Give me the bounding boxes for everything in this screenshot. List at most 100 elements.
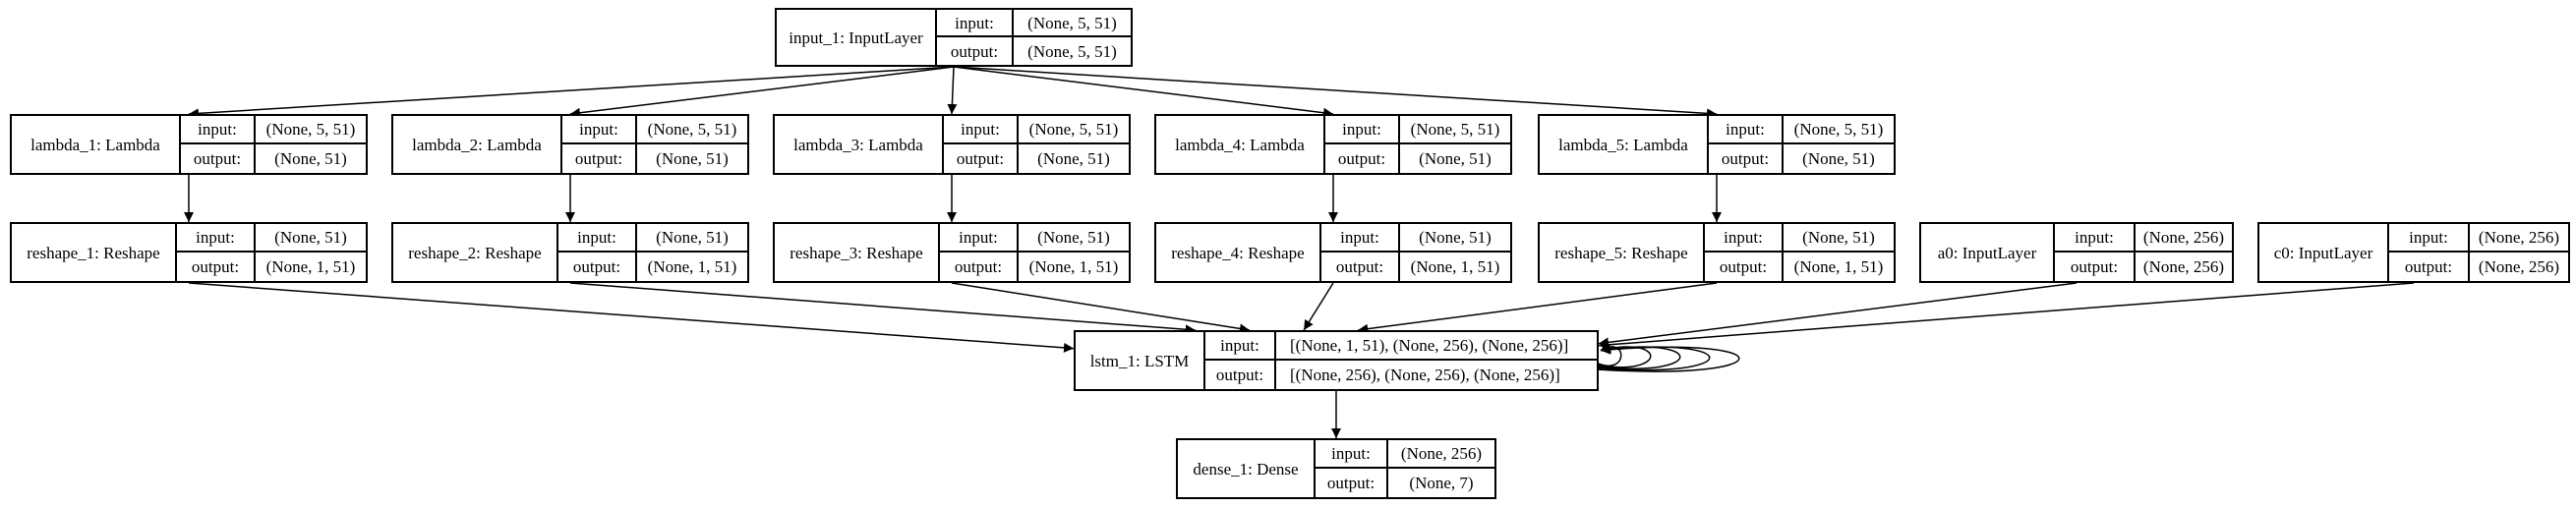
layer-name: a0: InputLayer	[1921, 224, 2055, 281]
edge-reshape_4-to-lstm_1	[1303, 282, 1334, 331]
output-label: output:	[1325, 144, 1400, 173]
layer-name: reshape_1: Reshape	[12, 224, 177, 281]
layer-name: reshape_3: Reshape	[775, 224, 940, 281]
input-label: input:	[1205, 332, 1276, 361]
input-shape: (None, 256)	[2470, 224, 2568, 253]
edge-reshape_1-to-lstm_1	[188, 282, 1075, 353]
input-label: input:	[177, 224, 256, 253]
input-shape: [(None, 1, 51), (None, 256), (None, 256)…	[1276, 332, 1597, 361]
layer-name: lambda_3: Lambda	[775, 116, 944, 173]
layer-name: lambda_2: Lambda	[393, 116, 562, 173]
layer-node-dense-1: dense_1: Dense input: (None, 256) output…	[1176, 438, 1496, 499]
layer-name: lstm_1: LSTM	[1076, 332, 1205, 389]
layer-node-input-1: input_1: InputLayer input: (None, 5, 51)…	[775, 8, 1133, 67]
layer-name: lambda_1: Lambda	[12, 116, 181, 173]
input-label: input:	[558, 224, 637, 253]
output-label: output:	[2055, 253, 2136, 281]
input-label: input:	[562, 116, 637, 144]
input-label: input:	[937, 10, 1014, 37]
layer-node-lambda-4: lambda_4: Lambda input: (None, 5, 51) ou…	[1154, 114, 1512, 175]
output-shape: (None, 51)	[1419, 149, 1492, 168]
input-label: input:	[940, 224, 1019, 253]
layer-name: lambda_4: Lambda	[1156, 116, 1325, 173]
output-label: output:	[944, 144, 1019, 173]
input-shape: (None, 5, 51)	[1019, 116, 1129, 144]
input-shape: (None, 51)	[1019, 224, 1129, 253]
output-shape: (None, 5, 51)	[1027, 41, 1117, 61]
input-label: input:	[181, 116, 256, 144]
layer-node-lambda-2: lambda_2: Lambda input: (None, 5, 51) ou…	[391, 114, 749, 175]
input-shape: (None, 51)	[1400, 224, 1510, 253]
layer-node-reshape-1: reshape_1: Reshape input: (None, 51) out…	[10, 222, 368, 283]
edge-input_1-to-lambda_3	[947, 66, 958, 115]
output-label: output:	[1705, 253, 1784, 281]
layer-name: c0: InputLayer	[2259, 224, 2389, 281]
input-shape: (None, 5, 51)	[1014, 10, 1131, 37]
input-shape: (None, 51)	[637, 224, 747, 253]
input-shape: (None, 5, 51)	[1400, 116, 1510, 144]
edge-input_1-to-lambda_4	[953, 66, 1334, 118]
layer-node-reshape-5: reshape_5: Reshape input: (None, 51) out…	[1538, 222, 1896, 283]
edge-reshape_5-to-lstm_1	[1358, 282, 1718, 334]
input-shape: (None, 51)	[256, 224, 366, 253]
layer-name: dense_1: Dense	[1178, 440, 1316, 497]
input-label: input:	[1325, 116, 1400, 144]
layer-name: reshape_5: Reshape	[1540, 224, 1705, 281]
output-label: output:	[1709, 144, 1784, 173]
layer-node-lstm-1: lstm_1: LSTM input: [(None, 1, 51), (Non…	[1074, 330, 1599, 391]
output-shape: (None, 51)	[1037, 149, 1110, 168]
layer-name: input_1: InputLayer	[777, 10, 937, 65]
input-label: input:	[944, 116, 1019, 144]
edge-a0-to-lstm_1	[1598, 282, 2078, 348]
layer-node-a0: a0: InputLayer input: (None, 256) output…	[1919, 222, 2234, 283]
output-shape: (None, 1, 51)	[265, 257, 356, 276]
edge-input_1-to-lambda_1	[188, 66, 955, 119]
edge-input_1-to-lambda_5	[953, 66, 1718, 119]
output-label: output:	[1316, 469, 1388, 497]
input-shape: (None, 51)	[1784, 224, 1894, 253]
layer-node-reshape-2: reshape_2: Reshape input: (None, 51) out…	[391, 222, 749, 283]
output-label: output:	[1205, 361, 1276, 389]
layer-node-c0: c0: InputLayer input: (None, 256) output…	[2257, 222, 2570, 283]
edge-input_1-to-lambda_2	[569, 66, 955, 118]
input-shape: (None, 5, 51)	[637, 116, 747, 144]
output-shape: (None, 51)	[656, 149, 729, 168]
input-shape: (None, 256)	[1388, 440, 1494, 469]
layer-name: reshape_2: Reshape	[393, 224, 558, 281]
edge-c0-to-lstm_1	[1598, 282, 2415, 350]
layer-node-lambda-3: lambda_3: Lambda input: (None, 5, 51) ou…	[773, 114, 1131, 175]
input-label: input:	[2055, 224, 2136, 253]
layer-name: reshape_4: Reshape	[1156, 224, 1321, 281]
output-shape: (None, 256)	[2142, 257, 2225, 276]
output-label: output:	[1321, 253, 1400, 281]
layer-node-reshape-4: reshape_4: Reshape input: (None, 51) out…	[1154, 222, 1512, 283]
input-label: input:	[1705, 224, 1784, 253]
input-label: input:	[1709, 116, 1784, 144]
input-shape: (None, 256)	[2136, 224, 2232, 253]
output-label: output:	[940, 253, 1019, 281]
output-label: output:	[2389, 253, 2470, 281]
layer-node-reshape-3: reshape_3: Reshape input: (None, 51) out…	[773, 222, 1131, 283]
output-shape: (None, 1, 51)	[1793, 257, 1884, 276]
edge-reshape_3-to-lstm_1	[951, 282, 1251, 334]
output-shape: (None, 51)	[1802, 149, 1875, 168]
output-label: output:	[177, 253, 256, 281]
output-label: output:	[562, 144, 637, 173]
output-label: output:	[558, 253, 637, 281]
input-shape: (None, 5, 51)	[1784, 116, 1894, 144]
input-label: input:	[2389, 224, 2470, 253]
layer-node-lambda-5: lambda_5: Lambda input: (None, 5, 51) ou…	[1538, 114, 1896, 175]
output-shape: (None, 7)	[1409, 474, 1474, 492]
output-shape: (None, 1, 51)	[1410, 257, 1500, 276]
output-label: output:	[937, 37, 1014, 65]
layer-name: lambda_5: Lambda	[1540, 116, 1709, 173]
output-label: output:	[181, 144, 256, 173]
layer-node-lambda-1: lambda_1: Lambda input: (None, 5, 51) ou…	[10, 114, 368, 175]
edge-reshape_2-to-lstm_1	[569, 282, 1196, 335]
output-shape: (None, 51)	[274, 149, 347, 168]
input-label: input:	[1316, 440, 1388, 469]
input-shape: (None, 5, 51)	[256, 116, 366, 144]
output-shape: [(None, 256), (None, 256), (None, 256)]	[1290, 366, 1560, 384]
